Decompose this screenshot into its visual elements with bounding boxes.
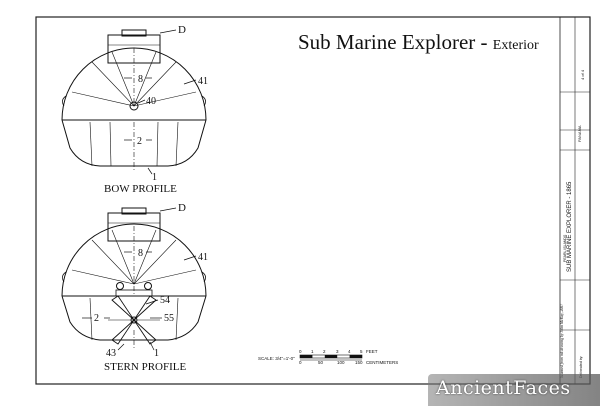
- stern-callout-8: 8: [138, 248, 143, 259]
- bow-callout-1: 1: [152, 172, 157, 183]
- stern-profile-caption: STERN PROFILE: [104, 361, 186, 373]
- scale-cm-tick-2: 100: [337, 360, 345, 365]
- drawing-title-main: Sub Marine Explorer: [298, 30, 476, 54]
- title-block-sheet: 4 of 4: [580, 69, 585, 80]
- scale-cm-tick-3: 150: [355, 360, 363, 365]
- scale-feet-tick-0: 0: [299, 349, 302, 354]
- scale-cm-tick-0: 0: [299, 360, 302, 365]
- scale-feet-tick-5: 5: [360, 349, 363, 354]
- title-block-drawn-by: Delineated by:: [579, 356, 583, 378]
- stern-callout-54: 54: [160, 295, 170, 306]
- stern-callout-d: D: [178, 202, 186, 214]
- title-block-project: SUB MARINE EXPLORER - 1865: [567, 181, 573, 272]
- scale-bar: SCALE: 3/4"=1'-0" 0 1 2 3 4 5 FEET 0 50 …: [258, 349, 398, 365]
- scale-feet-tick-2: 2: [323, 349, 326, 354]
- scale-feet-tick-1: 1: [311, 349, 314, 354]
- watermark-text: AncientFaces: [436, 377, 571, 399]
- stern-callout-41: 41: [198, 252, 208, 263]
- scale-feet-unit: FEET: [366, 349, 378, 354]
- title-block-credit: Scanned from ink drawing by John McKay, …: [560, 303, 565, 378]
- stern-callout-43: 43: [106, 348, 116, 359]
- watermark-logo: AncientFaces: [428, 374, 600, 406]
- bow-callout-d: D: [178, 24, 186, 36]
- bow-profile-caption: BOW PROFILE: [104, 183, 177, 195]
- scale-label: SCALE: 3/4"=1'-0": [258, 356, 295, 361]
- stern-callout-2: 2: [94, 313, 99, 324]
- title-block-country: PANAMA: [577, 125, 582, 142]
- drawing-title-sub: Exterior: [492, 38, 539, 53]
- stern-dome: [61, 223, 207, 297]
- bow-profile-drawing: [61, 29, 207, 175]
- stern-callout-55: 55: [164, 313, 174, 324]
- stern-profile-drawing: [61, 207, 207, 351]
- stern-callout-1: 1: [154, 348, 159, 359]
- scale-feet-tick-3: 3: [336, 349, 339, 354]
- bow-callout-41: 41: [198, 76, 208, 87]
- title-block-location: PEARL ISLANDS: [563, 234, 567, 262]
- bow-callout-8: 8: [138, 74, 143, 85]
- title-block: SUB MARINE EXPLORER - 1865 PEARL ISLANDS…: [560, 69, 585, 378]
- bow-callout-40: 40: [146, 96, 156, 107]
- stern-propeller: [108, 295, 160, 345]
- scale-cm-tick-1: 50: [318, 360, 324, 365]
- scale-cm-unit: CENTIMETERS: [366, 360, 398, 365]
- scale-feet-tick-4: 4: [348, 349, 351, 354]
- bow-callout-2: 2: [137, 136, 142, 147]
- drawing-title: Sub Marine Explorer - Exterior: [298, 30, 539, 55]
- drawing-title-dash: -: [475, 30, 493, 54]
- sheet-border: [35, 16, 591, 385]
